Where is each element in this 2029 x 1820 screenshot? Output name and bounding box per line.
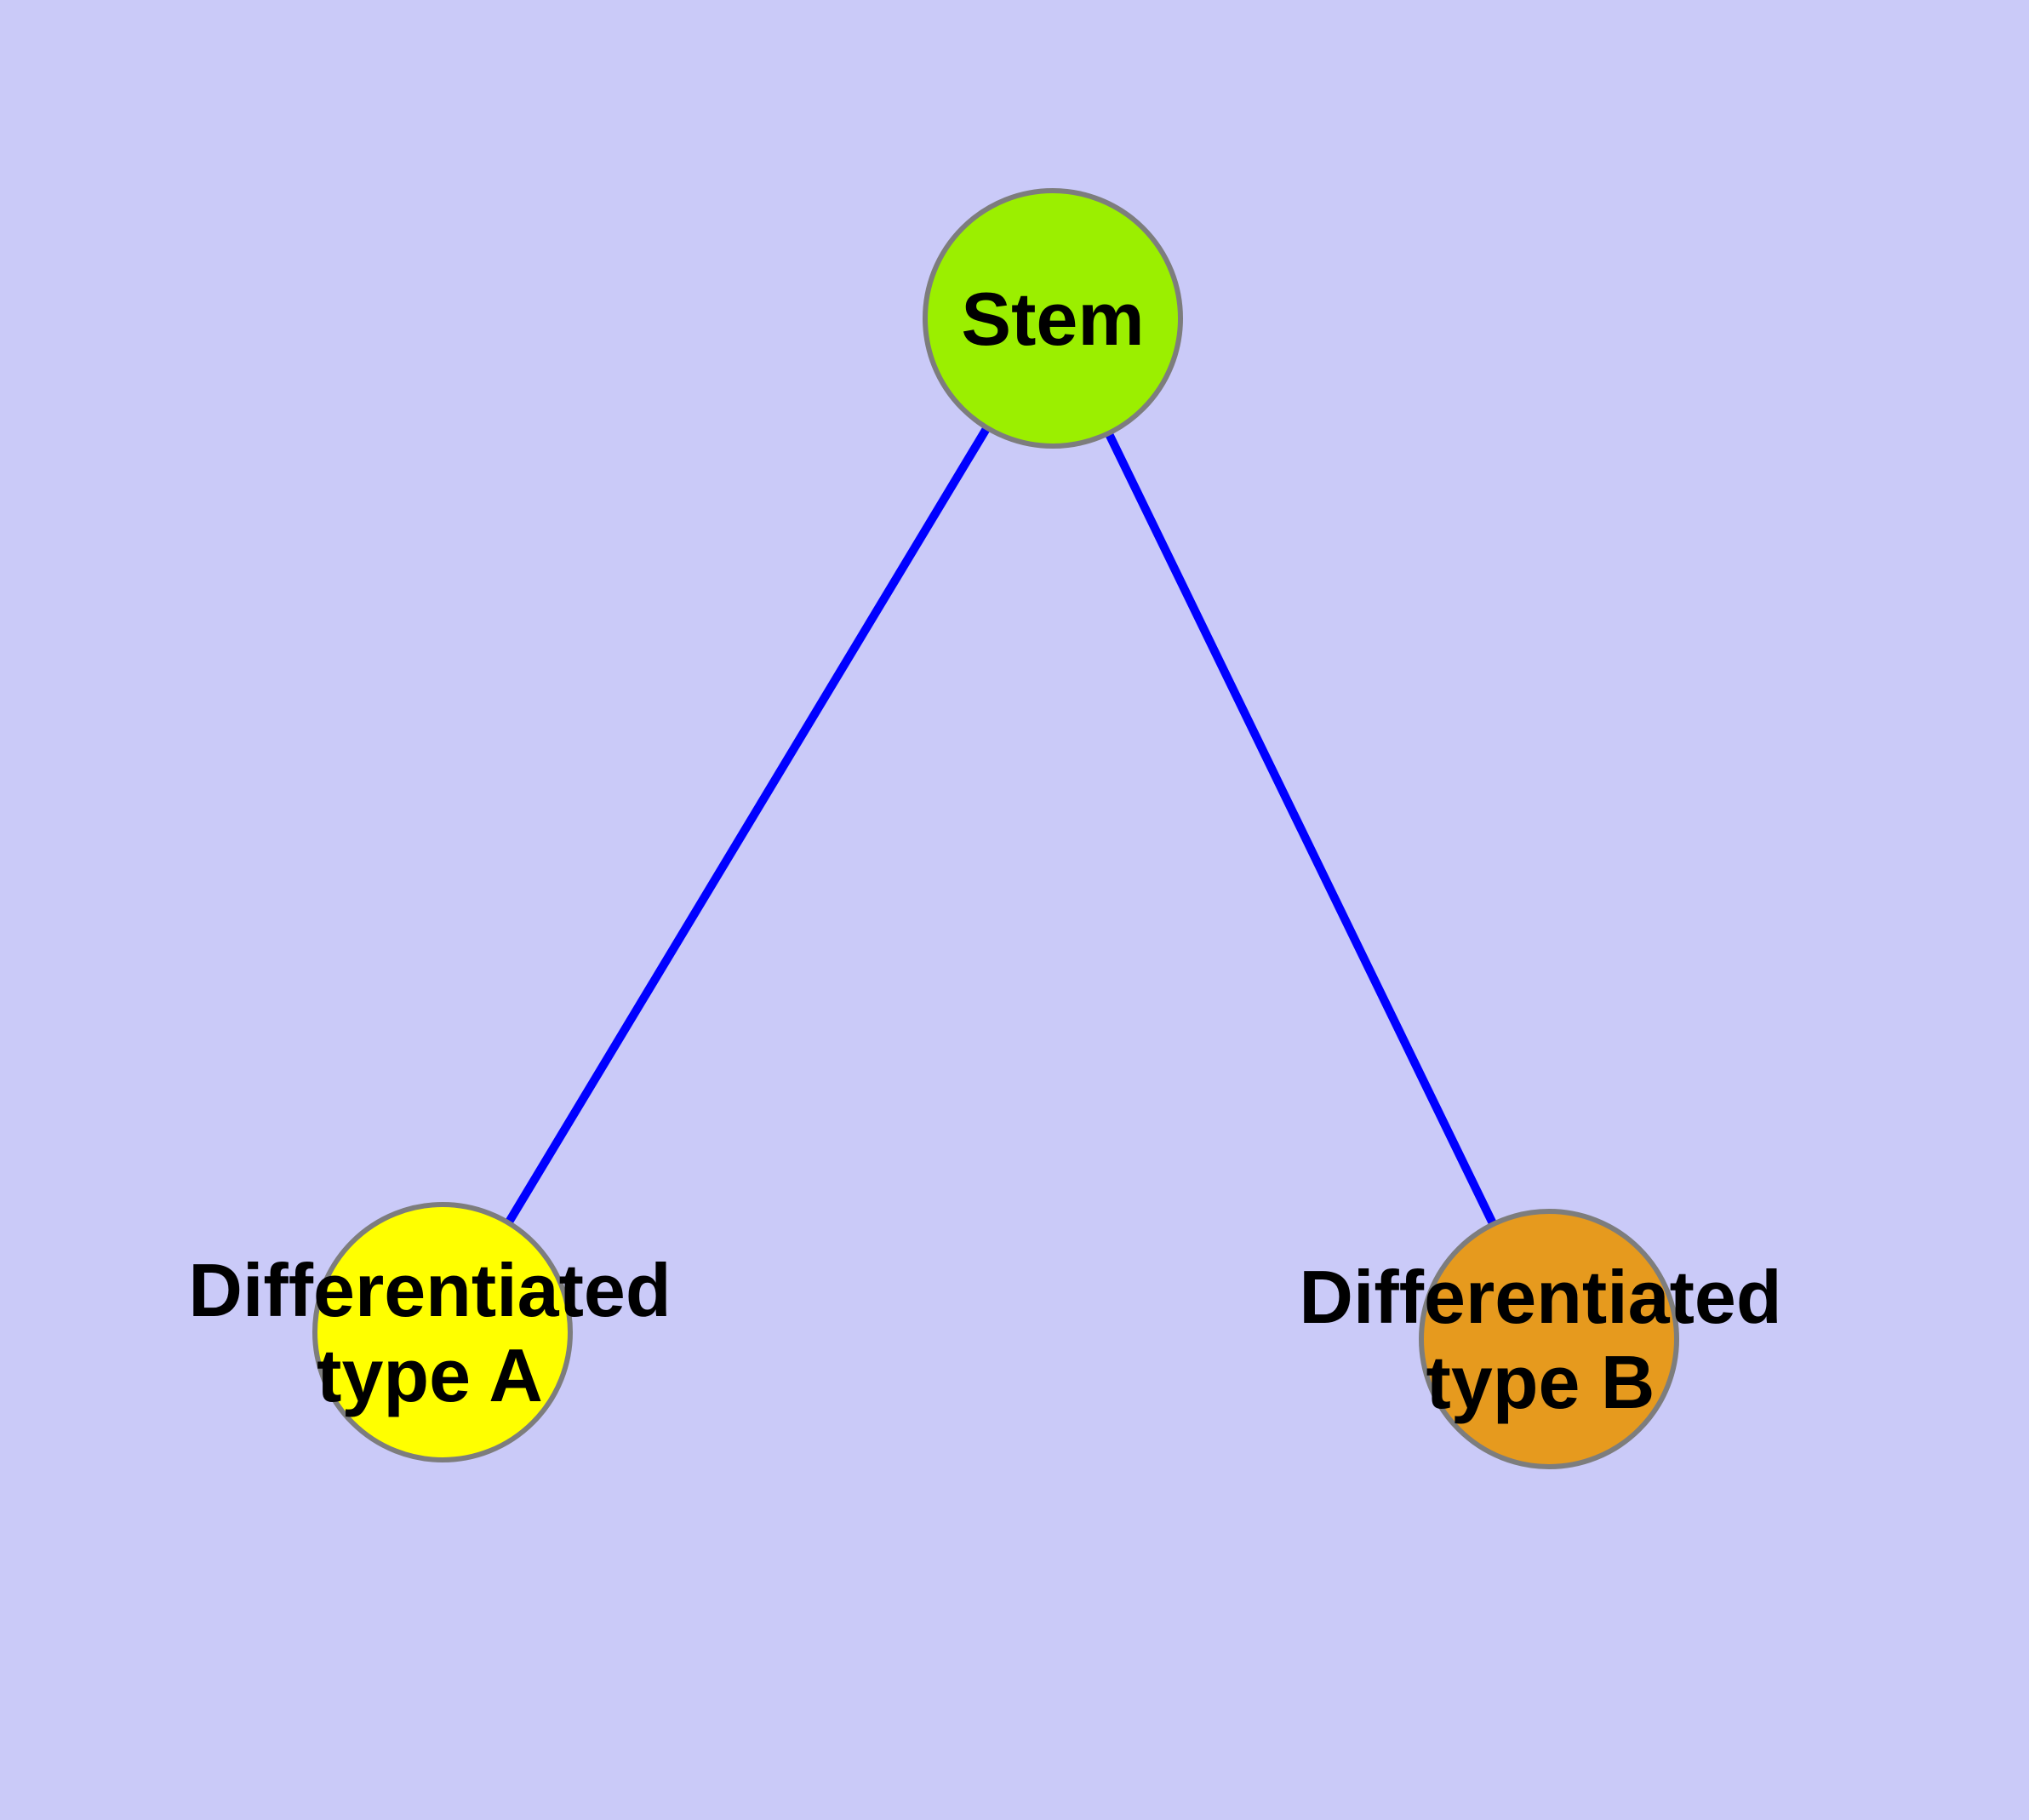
node-differentiated-type-b (1419, 1209, 1679, 1469)
node-type-b-label-line2: type B (1426, 1340, 1655, 1424)
node-type-a-label-line1: Differentiated (188, 1248, 671, 1332)
edge-stem-to-type-b (1049, 316, 1553, 1342)
node-differentiated-type-a (312, 1202, 573, 1462)
node-type-b-label-line1: Differentiated (1299, 1255, 1781, 1339)
node-stem-label: Stem (961, 277, 1144, 361)
node-type-a-label-line2: type A (317, 1333, 543, 1417)
node-stem (923, 188, 1183, 449)
edge-stem-to-type-a (438, 316, 1057, 1335)
